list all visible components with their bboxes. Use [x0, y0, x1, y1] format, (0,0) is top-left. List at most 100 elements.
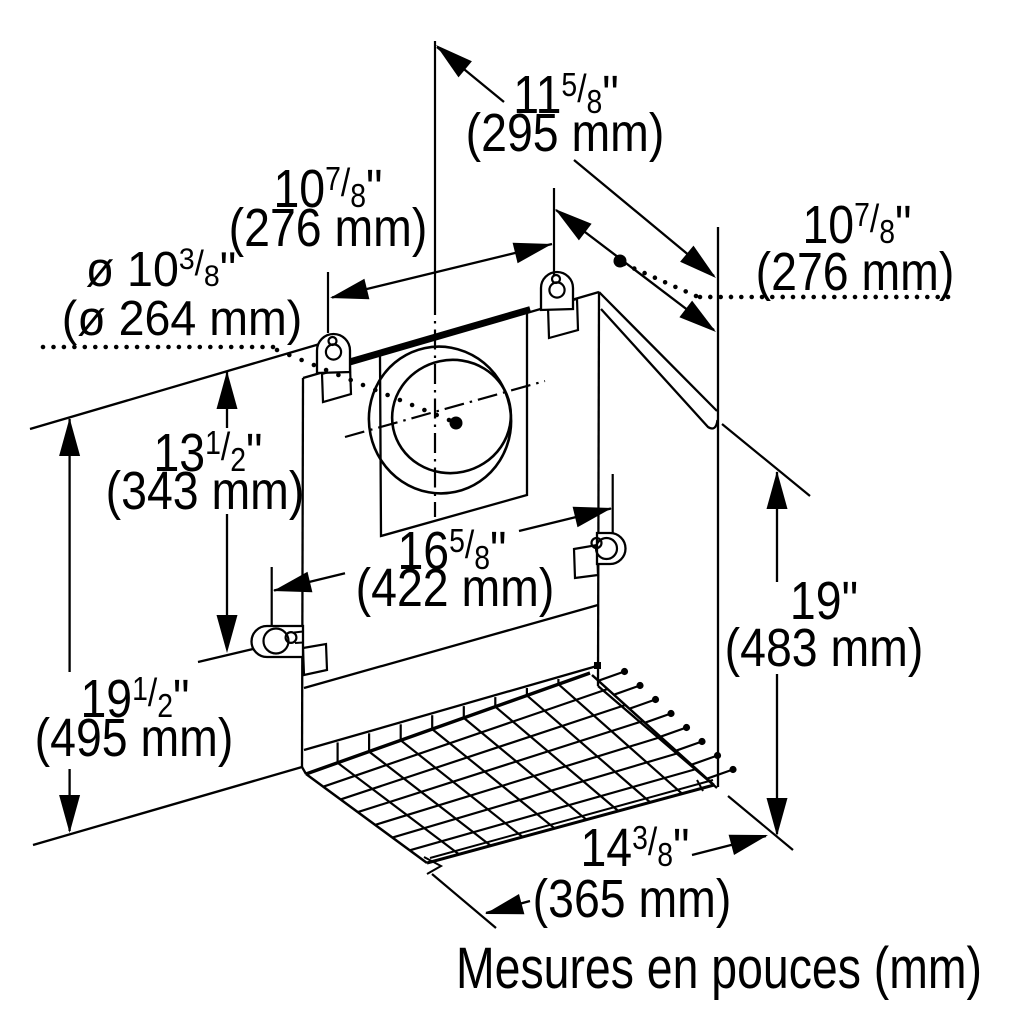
dim-fraction-denominator: 8 — [350, 177, 366, 215]
label-wall-to-bracket-inches: 131/2" — [153, 422, 262, 483]
dim-fraction-numerator: 5 — [561, 66, 577, 104]
dim-inch-mark: " — [246, 422, 262, 483]
dim-side-bracket-spacing-arrow-left — [273, 571, 313, 593]
ext-body-height-top — [721, 423, 811, 497]
bracket-left-side-foot — [301, 642, 329, 677]
dim-fraction-numerator: 1 — [205, 424, 221, 462]
bracket-right-side-tab — [595, 531, 627, 566]
rim-corner-node — [594, 662, 601, 669]
dim-fraction-denominator: 2 — [230, 441, 246, 479]
dim-inch-mark: " — [842, 570, 858, 631]
dim-inch-mark: " — [220, 243, 237, 297]
dim-fraction-numerator: 3 — [632, 819, 648, 857]
dim-bottom-depth-arrow-right — [728, 834, 768, 855]
bracket-right-side-keyhole-slot — [590, 536, 603, 550]
grille-hook-spike — [598, 670, 624, 682]
duct-collar-inner — [390, 358, 513, 475]
box-front-bottom-rim — [303, 664, 598, 752]
dim-inches-integer: 10 — [273, 158, 325, 219]
label-bottom-depth-inches: 143/8" — [580, 817, 689, 878]
box-left-edge — [300, 377, 305, 768]
grille-wire-width — [392, 751, 679, 839]
dim-inch-mark: " — [673, 817, 689, 878]
dim-fraction-slash: / — [195, 244, 205, 283]
dim-inches-integer: 10 — [127, 243, 179, 297]
grille-hook-spike — [629, 698, 655, 710]
dim-side-bracket-spacing-arrow-right — [572, 506, 612, 528]
dim-inches-integer: 13 — [153, 422, 205, 483]
bracket-left-side-keyhole-slot — [284, 630, 298, 644]
label-duct-diameter-inches: ø 103/8" — [86, 243, 237, 297]
grille-hook-tip — [682, 723, 691, 732]
grille-hook-tip — [651, 695, 660, 704]
dim-fraction-denominator: 2 — [157, 687, 173, 725]
dim-fraction-slash: / — [577, 67, 587, 111]
dim-inch-mark: " — [366, 158, 382, 219]
dotted-ceiling-line-left — [40, 344, 276, 350]
label-rear-bracket-offset-metric: (276 mm) — [756, 241, 955, 302]
grille-wire-depth — [526, 694, 651, 804]
dim-body-height-arrow-up — [766, 471, 788, 509]
dim-inch-mark: " — [602, 64, 618, 125]
bracket-top-left-keyhole-slot — [327, 335, 338, 347]
dim-fraction-denominator: 8 — [657, 836, 673, 874]
label-duct-diameter-metric: (ø 264 mm) — [62, 292, 302, 346]
dim-body-height-arrow-down — [766, 798, 788, 836]
floor-reference-line — [32, 765, 303, 847]
dim-metric: (495 mm) — [35, 707, 234, 768]
label-side-bracket-spacing-metric: (422 mm) — [356, 557, 555, 618]
caption-units: Mesures en pouces (mm) — [456, 936, 982, 1001]
box-front-crease — [303, 603, 599, 690]
label-top-depth-metric: (295 mm) — [466, 102, 665, 163]
grille-wire-depth — [368, 750, 492, 847]
rear-hang-point — [613, 254, 627, 268]
grille-hook-tip — [667, 709, 675, 718]
grille-wire-width — [409, 767, 697, 852]
grille-wire-width — [357, 719, 644, 814]
dim-metric: (276 mm) — [756, 241, 955, 302]
grille-right-rail — [591, 674, 715, 786]
dim-fraction-slash: / — [648, 820, 658, 864]
box-side-top-edge — [598, 291, 718, 412]
grille-front-rail-inner — [429, 779, 714, 859]
dim-fraction-denominator: 8 — [879, 213, 895, 251]
dim-fraction-slash: / — [221, 425, 231, 469]
dotted-ceiling-line-right — [697, 294, 951, 300]
label-rear-bracket-offset-inches: 107/8" — [802, 194, 911, 255]
grille-hook-tip — [620, 667, 629, 676]
grille-left-corner-link — [301, 766, 307, 775]
dim-fraction-numerator: 5 — [449, 522, 465, 560]
duct-center-point — [449, 416, 463, 430]
bracket-top-left-tab — [315, 332, 352, 375]
grille-hook-spike — [613, 684, 639, 696]
dim-fraction-slash: / — [341, 161, 351, 205]
dim-rear-offset-arrow-upleft — [555, 209, 592, 241]
grille-hook-spike — [706, 768, 732, 780]
ext-bottom-rear-corner — [727, 795, 794, 851]
bracket-left-side-tab — [250, 624, 305, 659]
label-front-bracket-spacing-inches: 107/8" — [273, 158, 382, 219]
dim-inches-integer: 19 — [80, 668, 132, 729]
bracket-left-side-slot-top — [293, 630, 304, 634]
dim-fraction-numerator: 7 — [854, 196, 870, 234]
label-overall-height-metric: (495 mm) — [35, 707, 234, 768]
dim-fraction-denominator: 8 — [204, 260, 220, 293]
label-bottom-depth-metric: (365 mm) — [533, 868, 732, 929]
dim-front-bracket-spacing-arrow-right — [512, 242, 552, 264]
box-top-edge-thick — [344, 306, 531, 365]
grille-hook-spike — [644, 712, 670, 724]
label-top-depth-inches: 115/8" — [513, 64, 619, 125]
dim-overall-height-arrow-up — [59, 418, 81, 456]
dim-inches-integer: 10 — [802, 194, 854, 255]
dim-fraction-denominator: 8 — [587, 83, 603, 121]
dim-inch-mark: " — [490, 520, 506, 581]
grille-wire-depth — [400, 739, 524, 838]
ext-left-bracket-keyhole — [197, 647, 254, 664]
dim-fraction-slash: / — [870, 197, 880, 241]
wall-reference-line — [29, 339, 331, 431]
bracket-top-center-tab — [539, 270, 575, 312]
caption-text: Mesures en pouces (mm) — [456, 936, 982, 1001]
grille-wire-depth — [431, 728, 556, 830]
